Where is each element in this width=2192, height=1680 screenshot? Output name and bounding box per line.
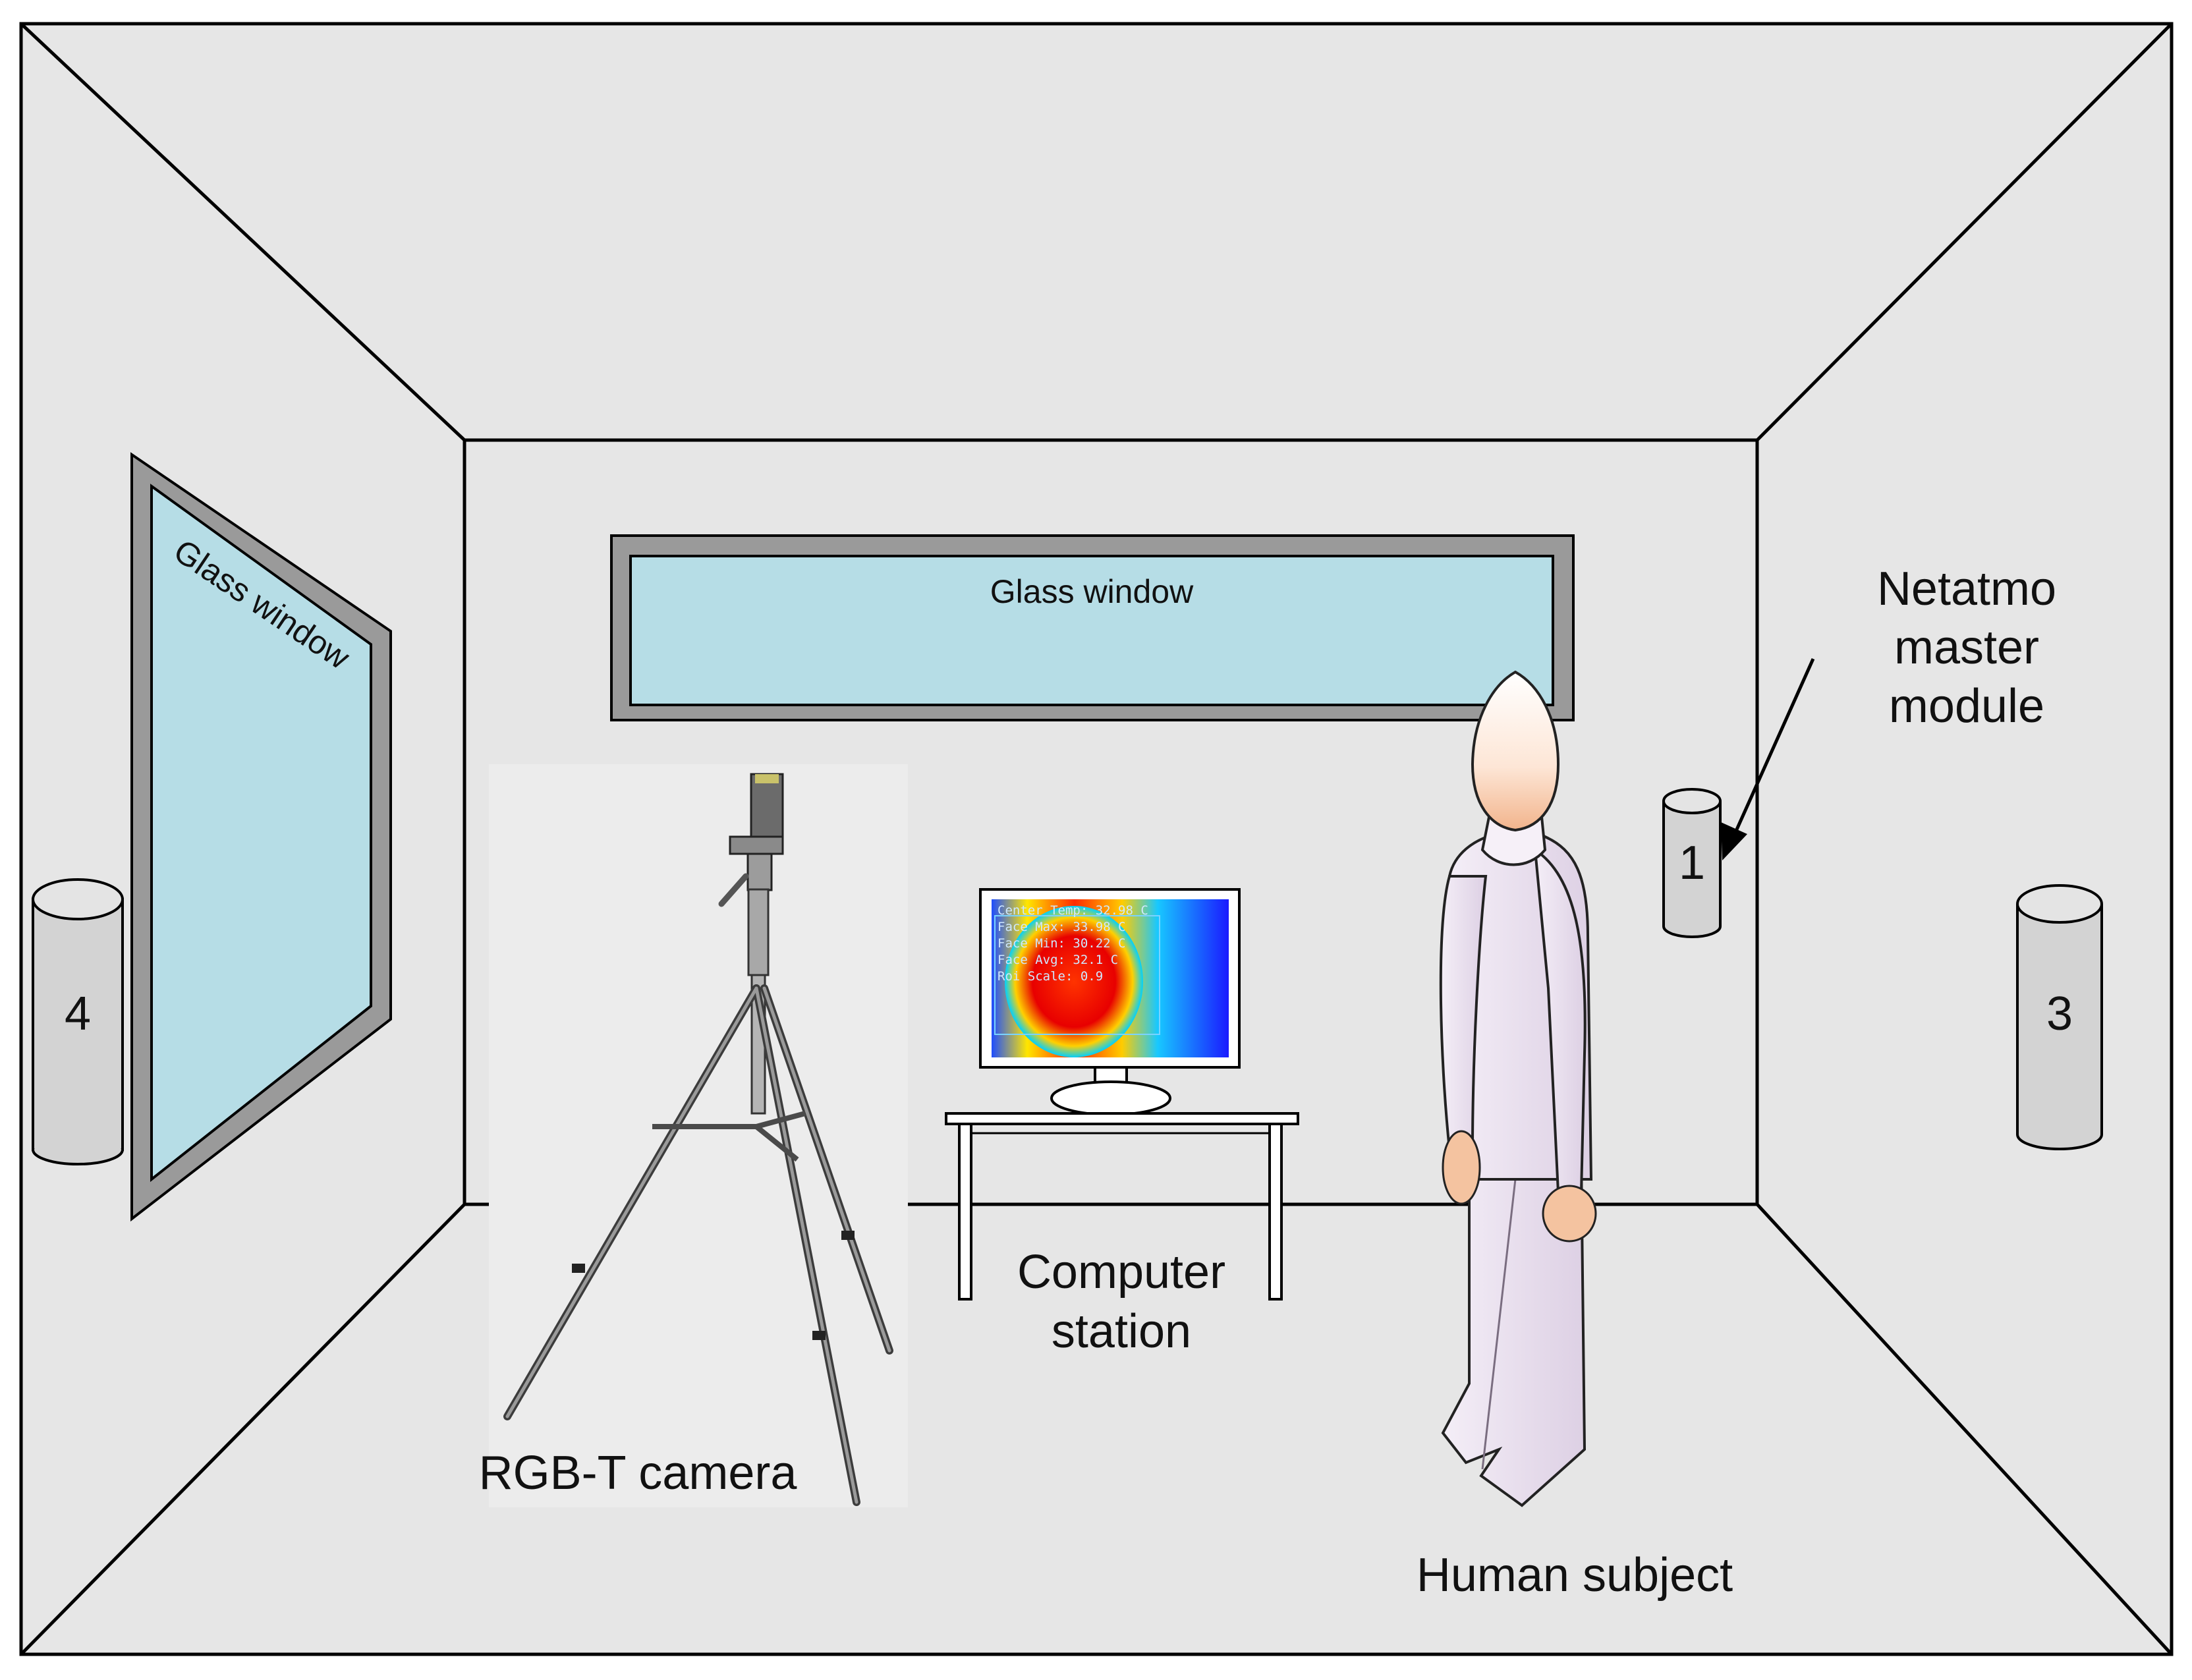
sensor-4: 4 — [32, 878, 124, 1165]
overlay-line-5: Roi Scale: 0.9 — [998, 969, 1103, 984]
rgbt-camera-tripod — [503, 773, 893, 1506]
netatmo-label-line2: master — [1894, 621, 2039, 674]
camera-lens — [755, 774, 779, 783]
sensor-3-label: 3 — [2046, 988, 2073, 1040]
netatmo-arrow-head — [1721, 822, 1747, 860]
sensor-3: 3 — [2016, 884, 2103, 1150]
camera-label: RGB-T camera — [479, 1447, 798, 1499]
right-hand — [1542, 1185, 1597, 1243]
netatmo-label-line1: Netatmo — [1877, 563, 2056, 615]
camera-backdrop — [489, 764, 908, 1507]
computer-station: Center Temp: 32.98 C Face Max: 33.98 C F… — [945, 888, 1299, 1301]
human-figure — [1439, 670, 1597, 1507]
sensor-4-label: 4 — [65, 988, 91, 1040]
computer-label-line1: Computer — [1017, 1246, 1225, 1299]
overlay-line-2: Face Max: 33.98 C — [998, 920, 1125, 934]
human-label: Human subject — [1417, 1549, 1733, 1602]
computer-label-line2: station — [1052, 1305, 1191, 1358]
head — [1471, 670, 1560, 832]
overlay-line-1: Center Temp: 32.98 C — [998, 903, 1148, 918]
table-top — [945, 1112, 1299, 1125]
overlay-line-3: Face Min: 30.22 C — [998, 936, 1125, 951]
netatmo-arrow-line — [1732, 658, 1815, 837]
thermal-face — [1005, 906, 1143, 1057]
netatmo-label-line3: module — [1889, 680, 2044, 733]
left-hand — [1442, 1130, 1481, 1205]
camera-body — [750, 773, 784, 838]
back-window-label: Glass window — [990, 573, 1194, 610]
sensor-1: 1 — [1662, 788, 1722, 938]
overlay-line-4: Face Avg: 32.1 C — [998, 953, 1118, 967]
sensor-1-label: 1 — [1679, 837, 1705, 889]
netatmo-annotation: Netatmo master module — [1721, 563, 2056, 860]
back-glass-window: Glass window — [610, 534, 1575, 721]
